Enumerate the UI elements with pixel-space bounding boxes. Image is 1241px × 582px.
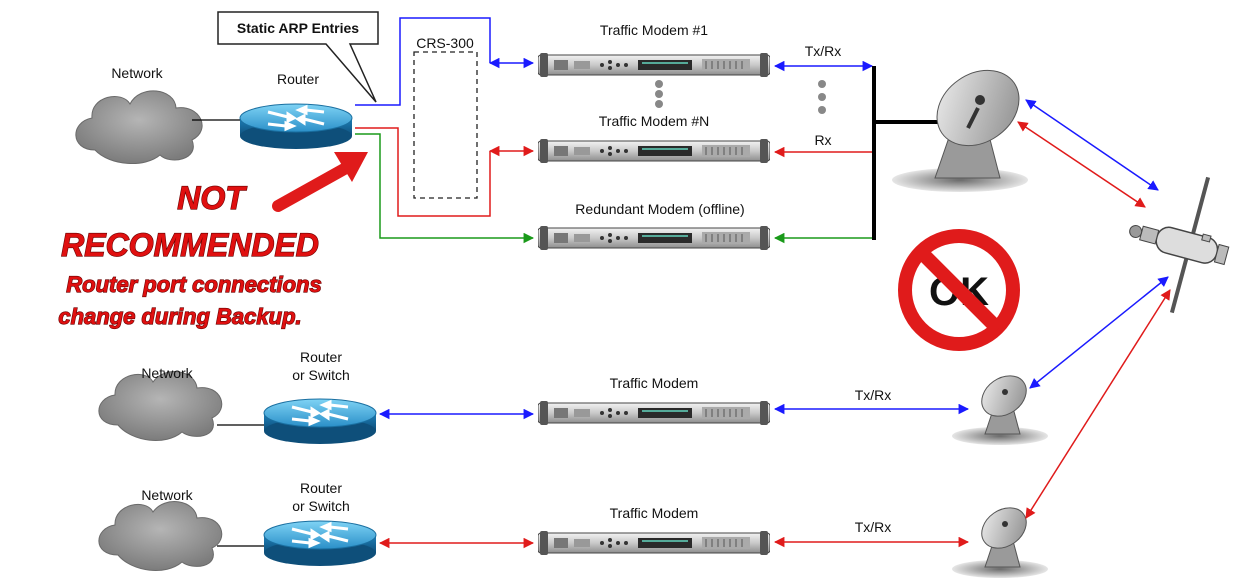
warning-line-3: Router port connections — [66, 272, 321, 297]
blue-router-link — [355, 17, 491, 106]
modem-label: Traffic Modem — [610, 375, 699, 391]
satellite-icon — [1129, 176, 1230, 314]
modem-n — [538, 139, 770, 163]
cloud-icon — [98, 371, 223, 441]
router-label: Router — [277, 71, 319, 87]
network-row-1: Network Router or Switch Traffic Modem T… — [98, 349, 1048, 445]
callout-text: Static ARP Entries — [237, 20, 359, 36]
modem-1-label: Traffic Modem #1 — [600, 22, 708, 38]
warning-text: NOT RECOMMENDED Router port connections … — [58, 152, 368, 330]
router-label-line-1: Router — [300, 349, 342, 365]
satellite-uplink-red-row2 — [1025, 289, 1171, 519]
network-label: Network — [111, 65, 163, 81]
cloud-icon — [75, 90, 203, 165]
ellipsis-dots-links — [818, 80, 826, 114]
router-icon — [263, 398, 377, 444]
modem-1 — [538, 53, 770, 77]
modem-n-label: Traffic Modem #N — [599, 113, 709, 129]
txrx-label-top: Tx/Rx — [805, 43, 842, 59]
traffic-modem — [538, 401, 770, 425]
link-label: Tx/Rx — [855, 387, 892, 403]
link-label: Tx/Rx — [855, 519, 892, 535]
router-icon — [263, 520, 377, 566]
network-label: Network — [141, 487, 193, 503]
router-label-line-2: or Switch — [292, 498, 350, 514]
warning-arrow-icon — [272, 162, 352, 212]
cloud-icon — [98, 501, 223, 571]
prohibited-sign-icon: OK — [898, 229, 1020, 351]
modem-label: Traffic Modem — [610, 505, 699, 521]
warning-line-2: RECOMMENDED — [61, 227, 319, 263]
redundant-modem-label: Redundant Modem (offline) — [575, 201, 744, 217]
router-label-line-2: or Switch — [292, 367, 350, 383]
rx-label: Rx — [814, 132, 831, 148]
satellite-uplink-blue-row1 — [1029, 276, 1169, 389]
ellipsis-dots-modems — [655, 80, 663, 108]
satellite-dish-icon — [952, 507, 1048, 578]
traffic-modem — [538, 531, 770, 555]
satellite-uplink-red-top — [1017, 121, 1146, 208]
green-router-link — [355, 133, 535, 244]
network-label: Network — [141, 365, 193, 381]
network-row-2: Network Router or Switch Traffic Modem T… — [98, 480, 1048, 578]
router-icon — [239, 103, 353, 149]
satellite-uplink-blue-top — [1025, 99, 1159, 191]
crs-label: CRS-300 — [416, 35, 474, 51]
crs-box — [413, 51, 478, 199]
static-arp-callout: Static ARP Entries — [217, 11, 379, 103]
satellite-dish-icon — [892, 69, 1028, 192]
red-router-link — [355, 127, 491, 217]
router-label-line-1: Router — [300, 480, 342, 496]
warning-line-4: change during Backup. — [58, 304, 301, 329]
redundant-modem — [538, 226, 770, 250]
satellite-dish-icon — [952, 375, 1048, 445]
warning-line-1: NOT — [177, 180, 247, 216]
